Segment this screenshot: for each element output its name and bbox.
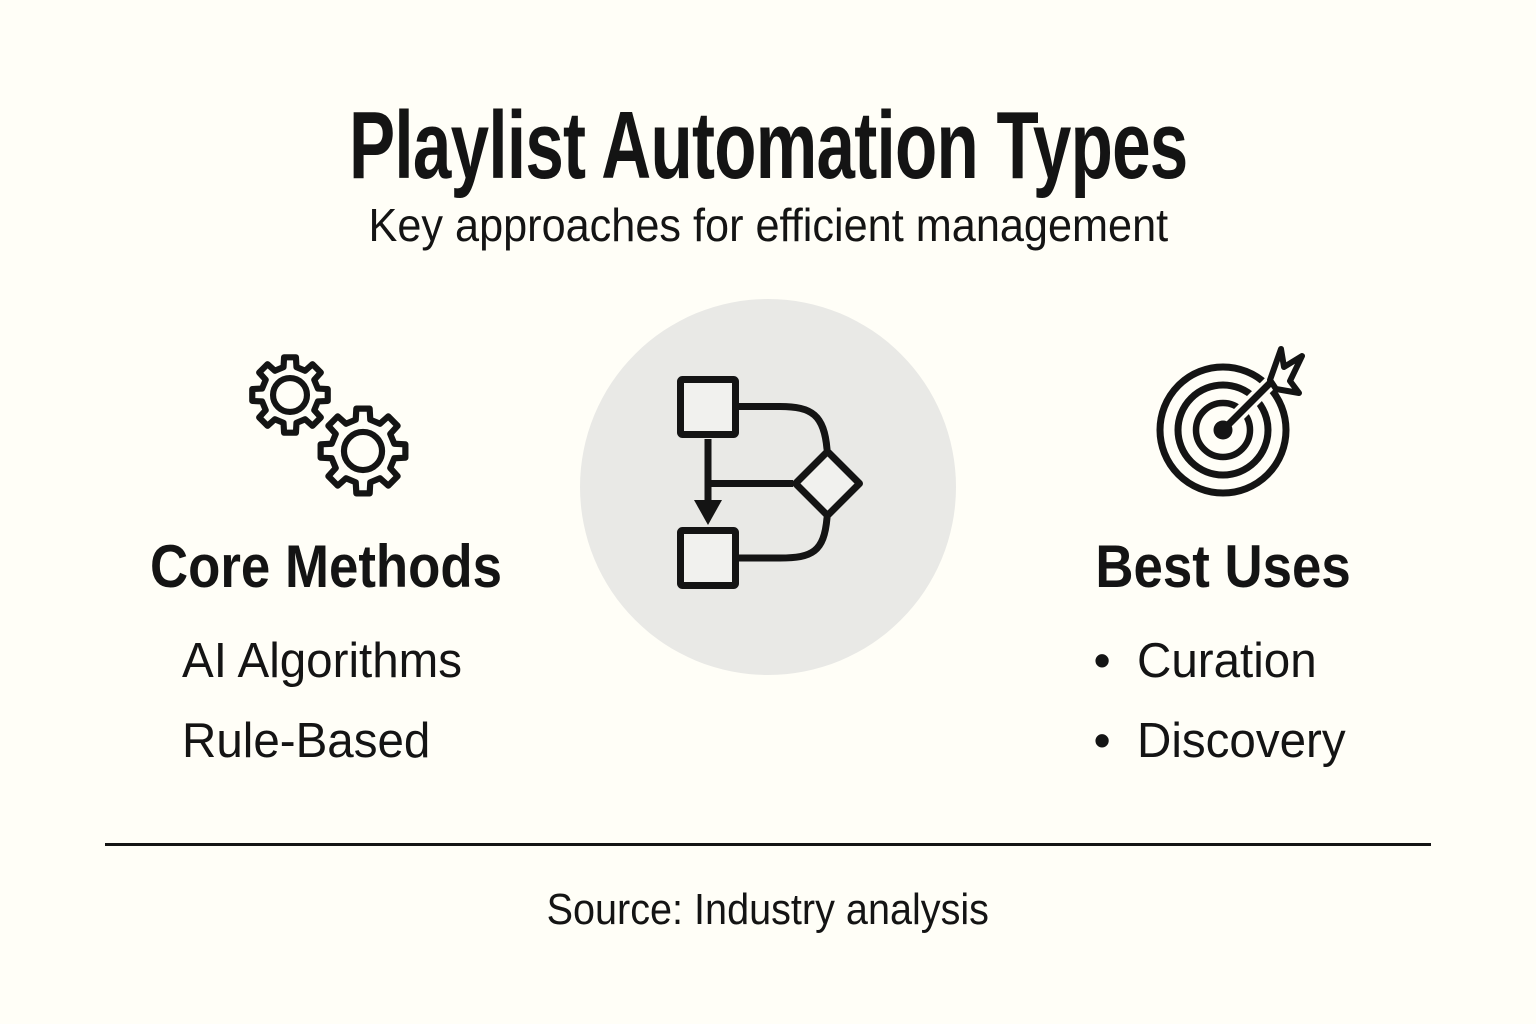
- list-item: • Curation: [1093, 621, 1352, 701]
- core-methods-list: AI Algorithms Rule-Based: [76, 621, 576, 781]
- page-subtitle: Key approaches for efficient management: [0, 202, 1536, 248]
- page-subtitle-text: Key approaches for efficient management: [368, 199, 1168, 251]
- list-item-text: Rule-Based: [181, 714, 431, 768]
- bullet-dot: •: [1093, 634, 1111, 688]
- target-arrow-icon: [1140, 345, 1315, 525]
- flowchart-badge: [580, 299, 956, 675]
- page-title-text: Playlist Automation Types: [348, 92, 1188, 199]
- page-title: Playlist Automation Types: [0, 98, 1536, 194]
- core-methods-heading: Core Methods: [149, 533, 503, 600]
- list-item: Rule-Based: [182, 701, 471, 781]
- source-caption: Source: Industry analysis: [546, 885, 990, 934]
- flowchart-icon: [677, 376, 863, 589]
- list-item-text: AI Algorithms: [181, 634, 462, 688]
- divider-line: [105, 843, 1431, 846]
- list-item-text: Curation: [1137, 634, 1318, 688]
- bullet-dot: •: [1093, 714, 1111, 768]
- best-uses-heading: Best Uses: [1095, 533, 1351, 600]
- gears-icon: [230, 340, 430, 525]
- list-item: • Discovery: [1093, 701, 1352, 781]
- list-item-text: Discovery: [1137, 714, 1347, 768]
- list-item: AI Algorithms: [182, 621, 471, 701]
- best-uses-list: • Curation • Discovery: [973, 621, 1473, 781]
